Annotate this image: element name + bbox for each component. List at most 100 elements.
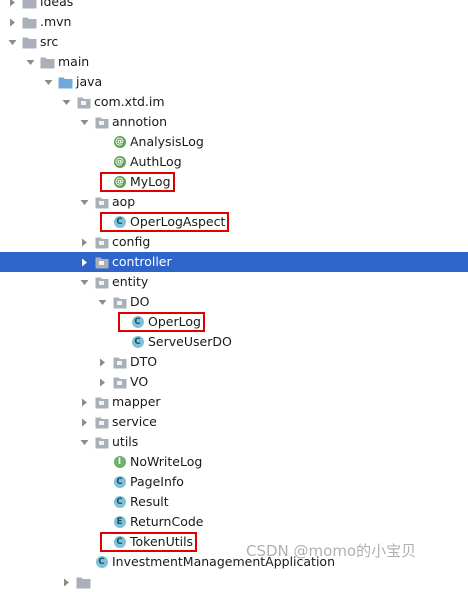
annotation-icon: @ [113, 136, 126, 148]
collapsed-arrow-icon[interactable] [6, 0, 18, 12]
tree-row[interactable]: entity [0, 272, 468, 292]
tree-row[interactable]: mapper [0, 392, 468, 412]
tree-row-label: config [112, 234, 151, 249]
package-icon [94, 435, 109, 449]
tree-row[interactable]: com.xtd.im [0, 92, 468, 112]
tree-row-label: java [76, 74, 103, 89]
class-icon: C [112, 495, 127, 509]
package-icon [94, 275, 109, 289]
tree-row[interactable]: service [0, 412, 468, 432]
folder-icon [76, 575, 91, 589]
class-icon: C [112, 475, 127, 489]
expanded-arrow-icon[interactable] [6, 32, 18, 52]
tree-row[interactable]: annotion [0, 112, 468, 132]
tree-row-label: TokenUtils [130, 534, 194, 549]
tree-row-label: AuthLog [130, 154, 182, 169]
folder-icon [40, 55, 55, 69]
folder-icon [22, 35, 37, 49]
spring-class-icon: C [94, 555, 109, 569]
tree-row-label: aop [112, 194, 136, 209]
tree-row[interactable]: src [0, 32, 468, 52]
tree-row-label: DO [130, 294, 150, 309]
collapsed-arrow-icon[interactable] [78, 232, 90, 252]
tree-row[interactable]: @ MyLog [0, 172, 468, 192]
collapsed-arrow-icon[interactable] [6, 12, 18, 32]
package-icon [94, 255, 109, 269]
tree-row-label: OperLogAspect [130, 214, 226, 229]
tree-row[interactable]: .mvn [0, 12, 468, 32]
expanded-arrow-icon[interactable] [96, 292, 108, 312]
tree-row-label: PageInfo [130, 474, 184, 489]
package-icon [112, 355, 127, 369]
expanded-arrow-icon[interactable] [42, 72, 54, 92]
tree-row[interactable]: aop [0, 192, 468, 212]
collapsed-arrow-icon[interactable] [96, 372, 108, 392]
package-icon [94, 415, 109, 429]
tree-row-label: AnalysisLog [130, 134, 204, 149]
tree-row-label: entity [112, 274, 149, 289]
tree-row-label: utils [112, 434, 139, 449]
package-icon [112, 295, 127, 309]
tree-row-label: main [58, 54, 90, 69]
package-icon [94, 115, 109, 129]
tree-row-label: mapper [112, 394, 161, 409]
tree-row[interactable]: config [0, 232, 468, 252]
tree-row-label: VO [130, 374, 149, 389]
expanded-arrow-icon[interactable] [24, 52, 36, 72]
package-icon [112, 375, 127, 389]
tree-row-label: src [40, 34, 59, 49]
package-icon [94, 395, 109, 409]
expanded-arrow-icon[interactable] [78, 192, 90, 212]
class-icon: C [130, 315, 145, 329]
tree-row[interactable]: DTO [0, 352, 468, 372]
class-icon: C [112, 535, 127, 549]
package-icon [94, 235, 109, 249]
tree-row-label: DTO [130, 354, 158, 369]
tree-row[interactable]: ideas [0, 0, 468, 12]
tree-row-label: InvestmentManagementApplication [112, 554, 335, 569]
expanded-arrow-icon[interactable] [78, 272, 90, 292]
source-folder-icon [58, 75, 73, 89]
collapsed-arrow-icon[interactable] [96, 352, 108, 372]
tree-row[interactable] [0, 572, 468, 592]
tree-row-label: MyLog [130, 174, 171, 189]
folder-icon [22, 15, 37, 29]
collapsed-arrow-icon[interactable] [60, 572, 72, 592]
tree-row[interactable]: VO [0, 372, 468, 392]
tree-row[interactable]: controller [0, 252, 468, 272]
tree-row-label: ServeUserDO [148, 334, 232, 349]
annotation-icon: @ [113, 176, 126, 188]
tree-row-label: ReturnCode [130, 514, 204, 529]
tree-row[interactable]: java [0, 72, 468, 92]
class-icon: C [112, 215, 127, 229]
expanded-arrow-icon[interactable] [60, 92, 72, 112]
tree-row[interactable]: main [0, 52, 468, 72]
tree-row[interactable]: @ AuthLog [0, 152, 468, 172]
tree-row[interactable]: DO [0, 292, 468, 312]
expanded-arrow-icon[interactable] [78, 432, 90, 452]
package-icon [76, 95, 91, 109]
tree-row-label: com.xtd.im [94, 94, 165, 109]
tree-row-label: .mvn [40, 14, 72, 29]
tree-row[interactable]: utils [0, 432, 468, 452]
package-icon [94, 195, 109, 209]
tree-row[interactable]: @ AnalysisLog [0, 132, 468, 152]
enum-icon: E [112, 515, 127, 529]
tree-row-label: Result [130, 494, 169, 509]
collapsed-arrow-icon[interactable] [78, 392, 90, 412]
annotation-icon: @ [113, 156, 126, 168]
expanded-arrow-icon[interactable] [78, 112, 90, 132]
collapsed-arrow-icon[interactable] [78, 412, 90, 432]
folder-icon [22, 0, 37, 9]
tree-row-label: controller [112, 254, 172, 269]
collapsed-arrow-icon[interactable] [78, 252, 90, 272]
